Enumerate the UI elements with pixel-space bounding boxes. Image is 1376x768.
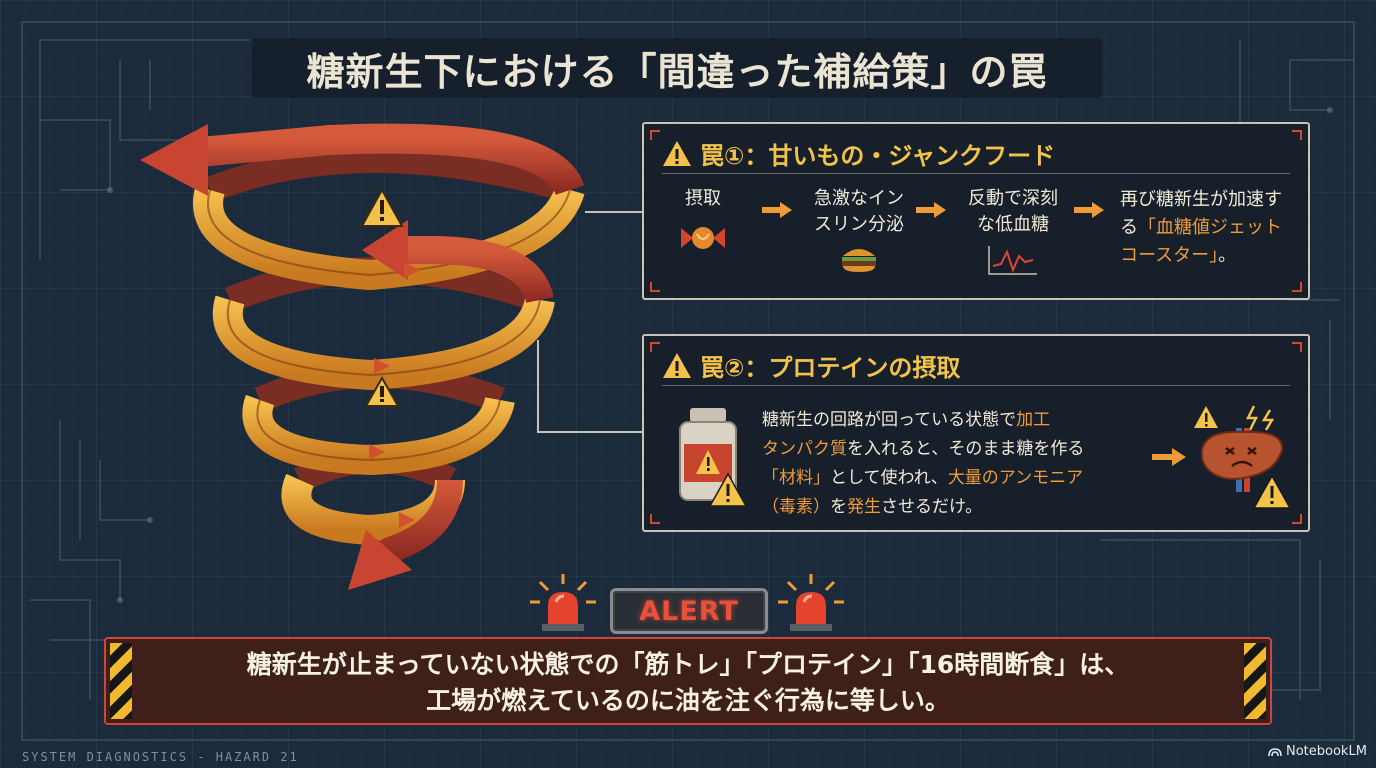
trap1-heading: 罠①：甘いもの・ジャンクフード <box>662 134 1290 174</box>
warning-icon <box>663 141 691 166</box>
trap2-description: 糖新生の回路が回っている状態で加工 タンパク質を入れると、そのまま糖を作る 「材… <box>762 410 1085 517</box>
warning-icon <box>1252 474 1292 509</box>
trap1-step-hypoglycemia: 反動で深刻 な低血糖 <box>958 186 1068 276</box>
trap1-flow: 摂取 急激なイン スリン分泌 反動で深刻 な低血糖 再び糖 <box>662 186 1290 296</box>
warning-icon <box>708 472 748 507</box>
arrow-right-icon <box>1074 202 1104 218</box>
trap1-heading-text: 罠①：甘いもの・ジャンクフード <box>700 142 1056 170</box>
trap1-result-text: 再び糖新生が加速す る「血糖値ジェット コースター」。 <box>1120 189 1282 266</box>
notebooklm-logo-icon <box>1268 747 1282 756</box>
trap2-heading: 罠②：プロテインの摂取 <box>662 346 1290 386</box>
pulse-chart-icon <box>988 246 1037 275</box>
arrow-right-icon <box>1152 448 1186 466</box>
arrow-right-icon <box>762 202 792 218</box>
warning-icon <box>663 353 691 378</box>
hazard-stripe <box>1244 643 1266 719</box>
alert-sign: ALERT <box>610 588 768 634</box>
damaged-liver-icon <box>1194 405 1292 509</box>
trap1-step-insulin: 急激なイン スリン分泌 <box>804 186 914 274</box>
footer-code: SYSTEM DIAGNOSTICS - HAZARD 21 <box>22 750 299 764</box>
trap1-step-intake: 摂取 <box>668 186 738 258</box>
warning-icon <box>364 375 400 407</box>
siren-light-icon <box>530 574 596 631</box>
trap2-heading-text: 罠②：プロテインの摂取 <box>700 354 961 382</box>
vicious-cycle-vortex-illustration <box>140 123 585 590</box>
burger-icon <box>842 249 876 272</box>
trap2-panel: 罠②：プロテインの摂取 糖新生の回路が回っている状態で加工 タンパク質を入れると… <box>642 334 1310 532</box>
trap1-panel: 罠①：甘いもの・ジャンクフード 摂取 急激なイン スリン分泌 反動で深刻 な低血… <box>642 122 1310 300</box>
banner-text: 糖新生が止まっていない状態での「筋トレ」「プロテイン」「16時間断食」は、 工場… <box>246 650 1130 715</box>
warning-icon <box>360 187 404 227</box>
conclusion-warning-banner: 糖新生が止まっていない状態での「筋トレ」「プロテイン」「16時間断食」は、 工場… <box>104 637 1272 725</box>
protein-bottle-icon <box>679 408 748 507</box>
page-title: 糖新生下における「間違った補給策」の罠 <box>252 38 1102 98</box>
arrow-right-icon <box>916 202 946 218</box>
hazard-stripe <box>110 643 132 719</box>
siren-light-icon <box>778 574 844 631</box>
notebooklm-brand: NotebookLM <box>1268 744 1367 759</box>
brand-label: NotebookLM <box>1286 744 1367 759</box>
candy-icon <box>681 227 725 249</box>
alert-label: ALERT <box>639 595 739 627</box>
